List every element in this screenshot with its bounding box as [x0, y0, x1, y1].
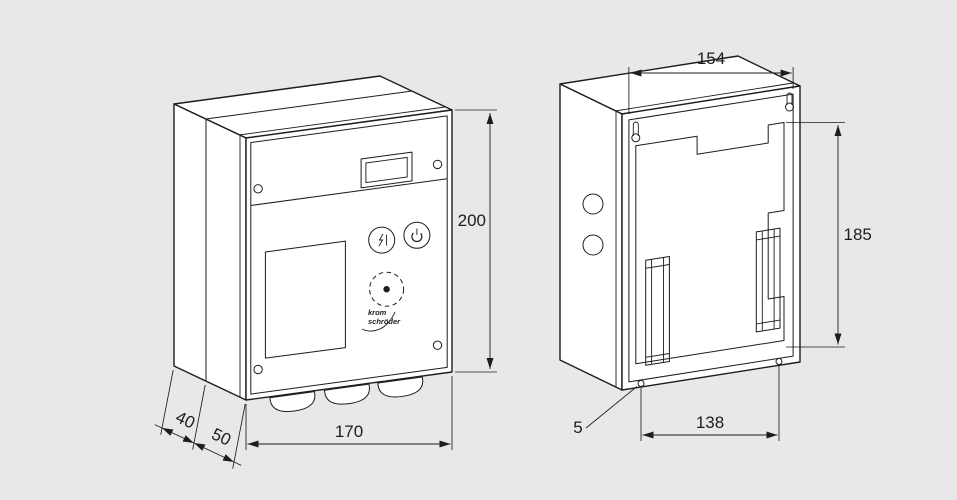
housing-seam-top — [205, 90, 413, 120]
dimension-hole-diameter: 5 — [573, 386, 638, 437]
front-view: krom schröder 200 170 40 — [154, 75, 497, 469]
mounting-hole — [775, 358, 783, 365]
mounting-keyhole — [631, 121, 641, 143]
interior-contour — [635, 122, 785, 365]
dimension-width-label: 170 — [335, 422, 363, 441]
display-window — [360, 151, 413, 189]
rear-lid-edge-top — [614, 82, 794, 112]
flame-indicator-ring — [369, 271, 405, 307]
knockout — [582, 234, 604, 256]
reset-icon — [378, 233, 384, 247]
brand-logo-line2: schröder — [368, 317, 401, 326]
power-icon — [411, 230, 423, 243]
power-button — [403, 221, 431, 249]
knockout — [582, 193, 604, 215]
screw — [253, 184, 263, 194]
dimension-opening-height: 185 — [786, 122, 872, 348]
dimension-hole-spacing: 138 — [640, 366, 780, 441]
door-edge-top — [238, 106, 446, 136]
mounting-hole — [637, 380, 645, 387]
mounting-rail — [755, 227, 781, 333]
left-face — [173, 103, 247, 401]
dimension-height-label: 200 — [458, 211, 486, 230]
dimension-hole-spacing-label: 138 — [696, 413, 724, 432]
rear-open-face — [621, 85, 801, 391]
dimension-opening-width-label: 154 — [697, 49, 725, 68]
front-panel-divider — [250, 178, 448, 206]
screw — [432, 340, 443, 350]
mounting-rail — [645, 256, 670, 366]
mounting-keyhole — [785, 92, 794, 112]
enclosure-opening — [628, 93, 794, 383]
dimension-height: 200 — [455, 109, 497, 373]
dimension-opening-width: 154 — [628, 49, 794, 114]
screw — [432, 159, 443, 170]
dimension-hole-diameter-label: 5 — [573, 418, 582, 437]
brand-logo-wave — [361, 311, 396, 332]
front-window — [264, 240, 346, 359]
front-panel-border — [250, 115, 448, 395]
flame-indicator-dot — [383, 286, 390, 293]
dimension-width: 170 — [245, 376, 453, 450]
screw — [253, 364, 263, 375]
rear-view: 154 185 138 5 — [559, 49, 872, 441]
brand-logo: krom schröder — [361, 308, 401, 332]
rear-left-face — [559, 83, 623, 391]
dimension-opening-height-label: 185 — [844, 225, 872, 244]
display-screen — [365, 156, 408, 184]
brand-logo-line1: krom — [368, 308, 387, 317]
